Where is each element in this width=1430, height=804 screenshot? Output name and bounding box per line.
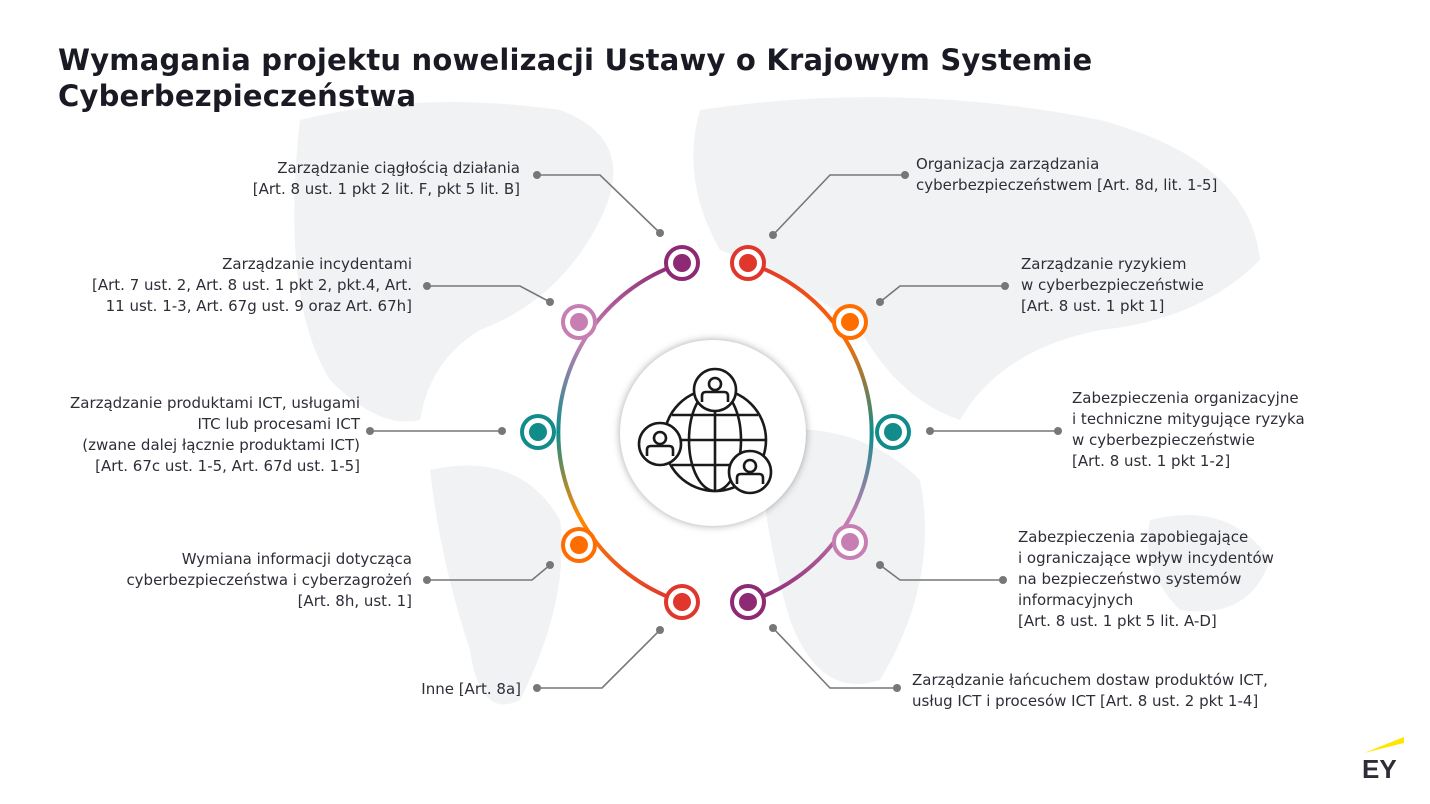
right-item-label: Zabezpieczenia zapobiegające i ogranicza… [1018, 528, 1274, 630]
connector-dot [423, 282, 431, 290]
cycle-node [730, 245, 766, 281]
connector-dot [876, 298, 884, 306]
connector-line [427, 564, 551, 581]
connector-dot [546, 298, 554, 306]
connector-dot [533, 171, 541, 179]
connector-line [537, 629, 661, 689]
right-item-label: Zarządzanie łańcuchem dostaw produktów I… [912, 671, 1268, 710]
cycle-node [875, 414, 911, 450]
connector-line [772, 174, 905, 236]
connector-dot [901, 171, 909, 179]
page-title: Wymagania projektu nowelizacji Ustawy o … [58, 43, 1093, 113]
connector-line [537, 174, 661, 234]
cycle-node [520, 414, 556, 450]
connector-line [879, 285, 1005, 303]
connector-dot [366, 427, 374, 435]
connector-line [879, 564, 1003, 581]
connector-line [772, 627, 897, 689]
connector-dot [656, 229, 664, 237]
connector-dot [533, 684, 541, 692]
left-item-label: Zarządzanie ciągłością działania [Art. 8… [252, 159, 520, 198]
left-arc [556, 261, 683, 604]
ey-logo: EY [1362, 737, 1404, 784]
cycle-node [832, 524, 868, 560]
connector-dot [876, 561, 884, 569]
connector-dot [423, 576, 431, 584]
cycle-node [664, 245, 700, 281]
connector-dot [498, 427, 506, 435]
connector-dot [893, 684, 901, 692]
right-item-label: Zabezpieczenia organizacyjne i techniczn… [1072, 389, 1305, 470]
left-item-label: Zarządzanie incydentami [Art. 7 ust. 2, … [92, 255, 412, 315]
right-item-label: Organizacja zarządzania cyberbezpieczeńs… [916, 155, 1218, 194]
connector-dot [999, 576, 1007, 584]
left-item-label: Inne [Art. 8a] [421, 680, 521, 698]
svg-text:EY: EY [1362, 754, 1397, 784]
connector-dot [656, 626, 664, 634]
left-item-label: Zarządzanie produktami ICT, usługami ITC… [69, 394, 360, 475]
cycle-node [664, 584, 700, 620]
connector-dot [1001, 282, 1009, 290]
connector-dot [769, 624, 777, 632]
right-arc [747, 261, 874, 604]
center-circle [620, 340, 806, 526]
connector-dot [926, 427, 934, 435]
cycle-node [561, 527, 597, 563]
connector-dot [546, 561, 554, 569]
left-item-label: Wymiana informacji dotycząca cyberbezpie… [126, 550, 412, 610]
right-item-label: Zarządzanie ryzykiem w cyberbezpieczeńst… [1021, 255, 1204, 315]
cycle-node [832, 304, 868, 340]
cycle-node [561, 304, 597, 340]
cycle-node [730, 584, 766, 620]
connector-line [427, 285, 551, 303]
connector-dot [1054, 427, 1062, 435]
globe-with-users-icon [637, 367, 773, 495]
connector-dot [769, 231, 777, 239]
